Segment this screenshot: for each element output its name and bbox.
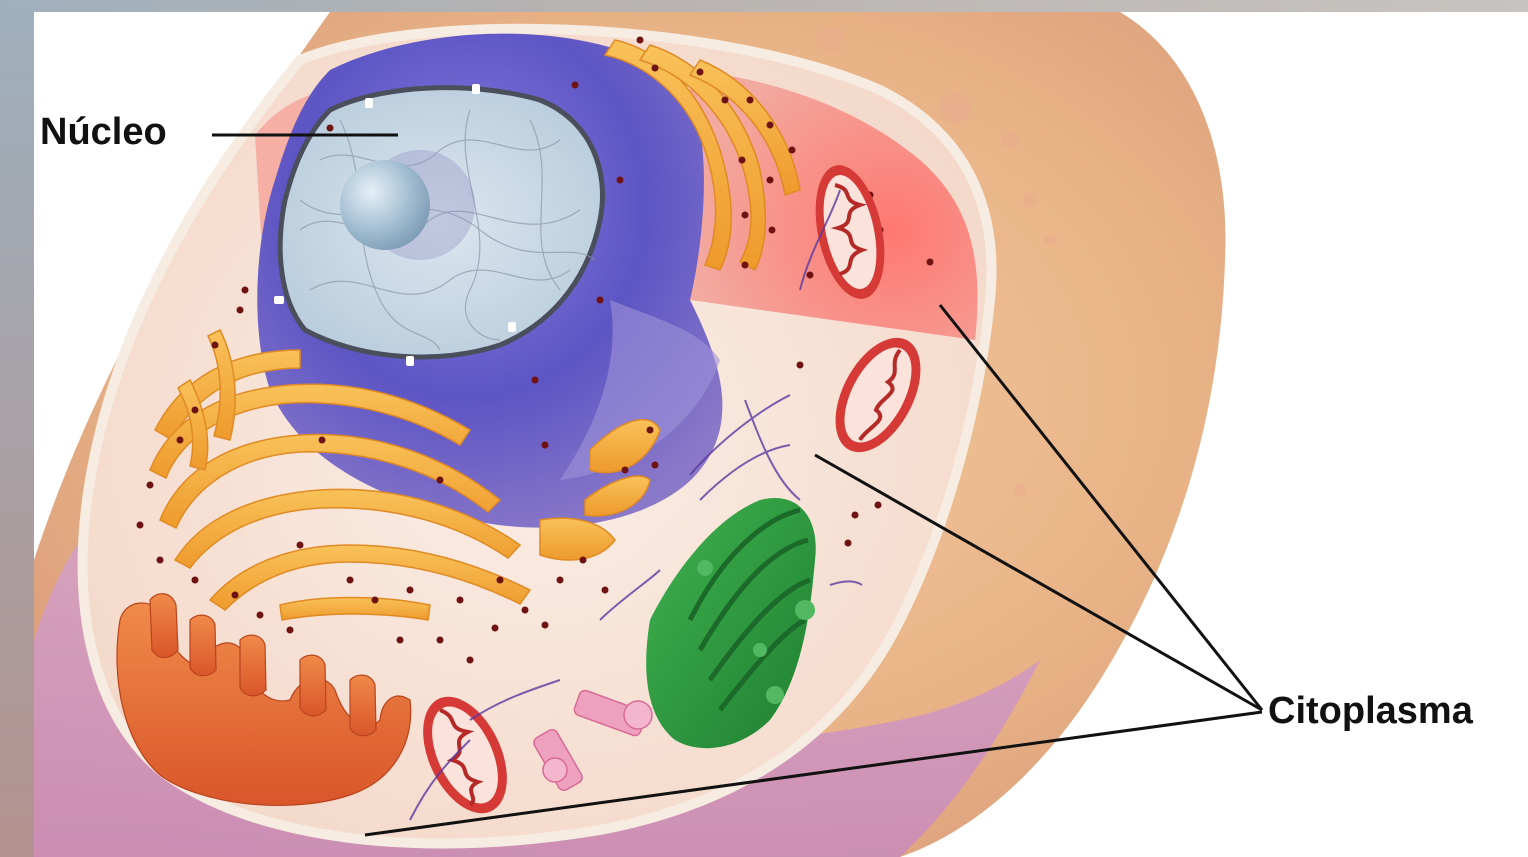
nucleolus [340, 160, 430, 250]
cytoplasm-label: Citoplasma [1268, 692, 1473, 730]
nucleus-label: Núcleo [40, 113, 167, 151]
